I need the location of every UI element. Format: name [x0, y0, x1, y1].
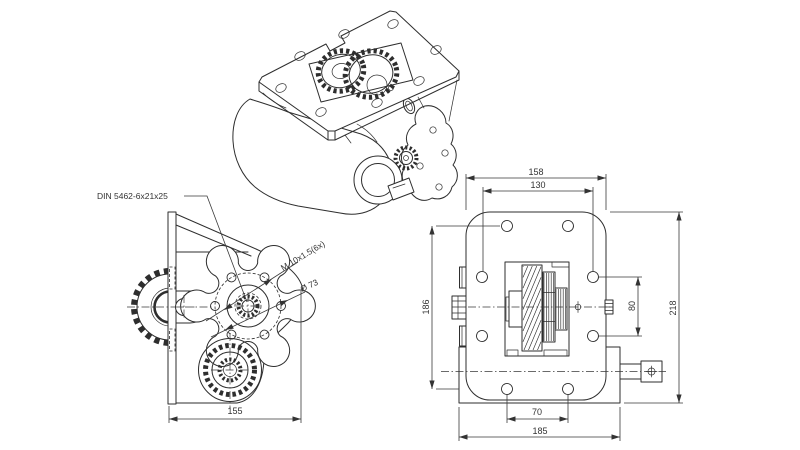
iso-splined-shaft — [393, 145, 419, 171]
dim-130-text: 130 — [530, 180, 545, 190]
iso-gear-small — [315, 48, 367, 94]
front-left-bosses — [451, 266, 467, 347]
dim-front-top-inner: 130 — [482, 180, 594, 271]
dim-155-text: 155 — [227, 406, 242, 416]
label-spline-standard: DIN 5462-6x21x25 — [97, 191, 248, 303]
front-center-mark — [574, 301, 582, 313]
dim-front-overall-width: 185 — [458, 407, 621, 441]
dim-front-overall-height: 218 — [610, 211, 683, 404]
iso-housing-cylinder — [232, 98, 393, 215]
dim-front-right-inner: 80 — [599, 276, 642, 337]
front-view: 158 130 186 218 80 — [421, 167, 683, 441]
side-view: DIN 5462-6x21x25 M 10x1.5(6x) Ø 73 155 — [97, 191, 327, 423]
dim-front-top-outer: 158 — [465, 167, 607, 210]
spline-label-text: DIN 5462-6x21x25 — [97, 191, 168, 201]
iso-output-shaft — [387, 177, 415, 201]
dim-218-text: 218 — [668, 300, 678, 315]
side-mounting-plate — [167, 211, 177, 405]
iso-output-flange — [400, 105, 458, 201]
dim-186-text: 186 — [421, 299, 431, 314]
iso-flange-bolt-holes — [416, 126, 449, 191]
dim-185-text: 185 — [532, 426, 547, 436]
dim-front-bottom-inner: 70 — [506, 394, 569, 423]
front-bolt-holes — [476, 220, 599, 395]
dim-side-width: 155 — [168, 291, 302, 423]
dim-70-text: 70 — [532, 407, 542, 417]
bolt-circle-label-text: Ø 73 — [299, 277, 320, 294]
iso-gear-large — [342, 48, 400, 100]
dim-80-text: 80 — [627, 301, 637, 311]
front-gear-cluster — [504, 261, 570, 357]
iso-plate-bolt-holes — [275, 19, 442, 117]
dim-158-text: 158 — [528, 167, 543, 177]
iso-view — [232, 10, 460, 215]
dim-front-left-height: 186 — [421, 225, 500, 390]
